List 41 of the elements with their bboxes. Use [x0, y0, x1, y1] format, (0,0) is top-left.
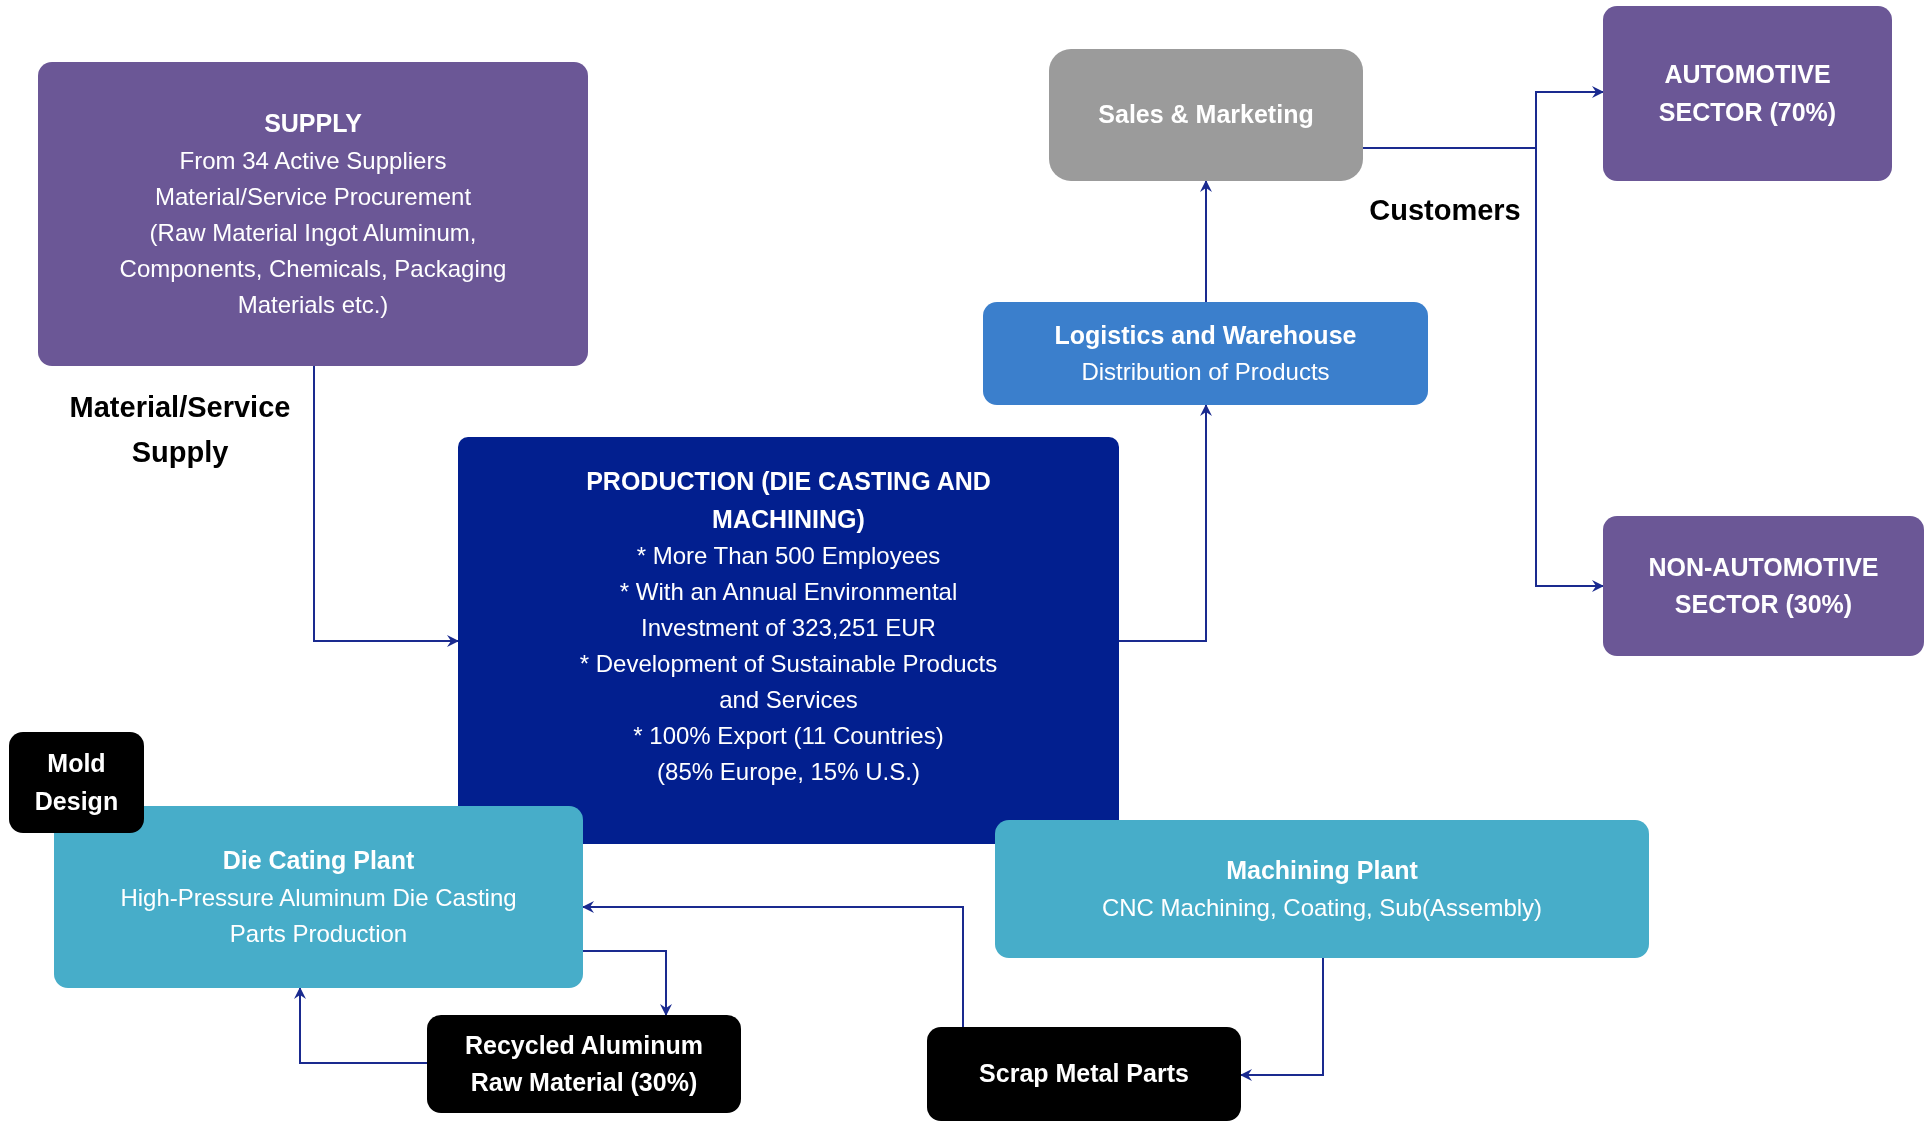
box-text: CNC Machining, Coating, Sub(Assembly): [1101, 892, 1543, 923]
box-title: NON-AUTOMOTIVE SECTOR (30%): [1647, 551, 1880, 620]
box-text: * 100% Export (11 Countries): [633, 721, 944, 751]
sector-box: [1603, 516, 1924, 656]
box-heading: Machining Plant: [1226, 855, 1418, 887]
box-text: Distribution of Products: [1081, 357, 1330, 388]
arrow: [1200, 180, 1212, 303]
box-title: Sales & Marketing: [1098, 99, 1314, 131]
arrow: [582, 950, 672, 1016]
process-box: [9, 732, 144, 833]
material-box: [927, 1027, 1241, 1121]
plant-box: [995, 820, 1649, 958]
box-title: Mold Design: [33, 748, 120, 817]
flow-label: Customers: [1368, 193, 1522, 228]
box-heading: Die Cating Plant: [222, 845, 415, 877]
box-title: Recycled Aluminum Raw Material (30%): [464, 1029, 704, 1098]
arrow: [294, 987, 428, 1064]
box-text: High-Pressure Aluminum Die Casting Parts Production: [119, 882, 518, 949]
process-box: [983, 302, 1428, 405]
box-text: (85% Europe, 15% U.S.): [657, 757, 920, 787]
box-heading: Logistics and Warehouse: [1054, 319, 1357, 351]
box-heading: SUPPLY: [264, 108, 362, 140]
material-box: [427, 1015, 741, 1113]
arrow: [313, 365, 459, 647]
production-box: [458, 437, 1119, 844]
box-text: * More Than 500 Employees: [636, 541, 941, 571]
supply-box: [38, 62, 588, 366]
box-title: AUTOMOTIVE SECTOR (70%): [1657, 59, 1838, 128]
box-text: * Development of Sustainable Products and Services: [578, 649, 999, 715]
arrow: [1118, 404, 1212, 642]
box-text: From 34 Active Suppliers: [179, 145, 447, 176]
box-title: Scrap Metal Parts: [979, 1058, 1189, 1090]
box-text: (Raw Material Ingot Aluminum, Components, Chemicals, Packaging Materials etc.): [118, 217, 508, 320]
sector-box: [1603, 6, 1892, 181]
arrow: [582, 901, 964, 1028]
box-text: * With an Annual Environmental Investment of 323,251 EUR: [618, 577, 959, 643]
arrow: [1240, 957, 1324, 1081]
box-text: Material/Service Procurement: [154, 181, 472, 212]
box-heading: PRODUCTION (DIE CASTING AND MACHINING): [585, 466, 992, 535]
flow-label: Material/Service Supply: [68, 390, 292, 470]
sales-box: [1049, 49, 1363, 181]
